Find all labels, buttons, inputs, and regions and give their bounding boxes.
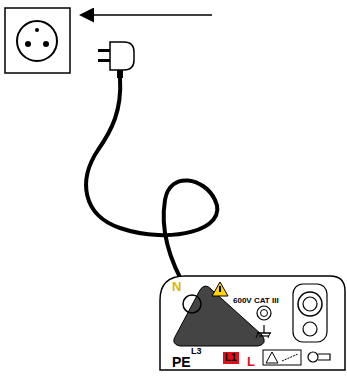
earth-label: PE [172,355,191,369]
line-label: L [247,355,255,368]
neutral-label: N [172,280,181,293]
rating-label: 600V CAT III [233,297,279,305]
cable [86,78,217,292]
phase-label: L3 [191,347,202,356]
mains-plug [98,42,134,78]
wall-socket [5,8,70,73]
phase-label: L1 [223,352,239,364]
instrument-panel [160,276,345,370]
insert-arrow [82,14,212,16]
